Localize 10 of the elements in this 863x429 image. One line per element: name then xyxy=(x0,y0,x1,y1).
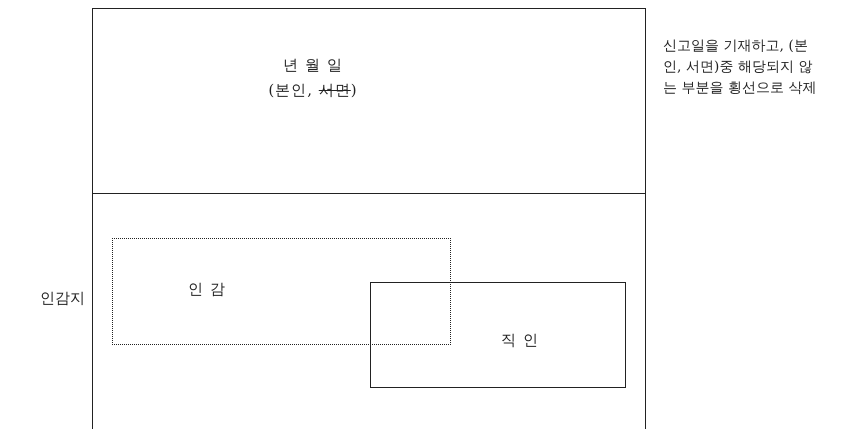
form-section xyxy=(92,8,646,194)
official-seal-label: 직 인 xyxy=(501,331,539,350)
side-label: 인감지 xyxy=(40,288,86,309)
submission-method-text: (본인, 서면) xyxy=(267,81,359,100)
seal-section xyxy=(92,193,646,429)
official-seal-area xyxy=(370,282,626,388)
date-text: 년 월 일 xyxy=(282,56,344,75)
seal-label: 인 감 xyxy=(188,280,226,299)
instruction-note: 신고일을 기재하고, (본인, 서면)중 해당되지 않는 부분을 횡선으로 삭제 xyxy=(663,37,818,98)
seal-area xyxy=(112,238,451,345)
